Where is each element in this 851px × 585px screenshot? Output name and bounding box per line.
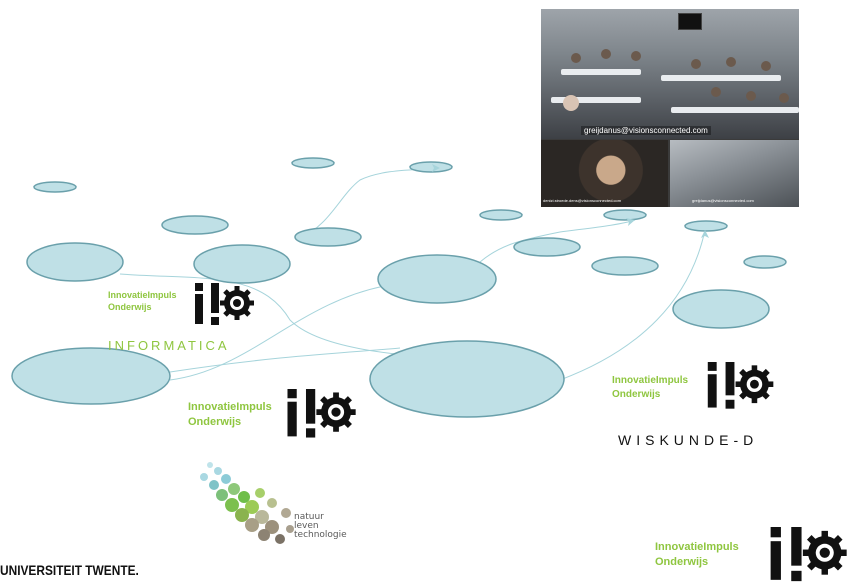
bubble [294,227,362,247]
bubble [603,209,647,221]
desk [671,107,799,113]
tv-screen [678,13,702,30]
student [711,87,721,97]
subject-label: INFORMATICA [108,338,230,353]
bubble [291,157,335,169]
subject-label: WISKUNDE-D [618,432,759,448]
bubble [409,161,453,173]
desk [661,75,781,81]
connector-line [479,219,636,263]
bubble [26,242,124,282]
desk [561,69,641,75]
videoconference-photo: greijdanus@visionsconnected.com denizi.s… [541,9,799,207]
teacher [563,95,579,111]
bubble [684,220,728,232]
bubble [193,244,291,284]
arrowhead [701,230,709,238]
bubble [369,340,565,418]
webcam-view-right: greijdanus@visionsconnected.com [670,140,799,207]
io-logo-line1: InnovatieImpuls [612,375,689,386]
io-logo-text: InnovatieImpuls Onderwijs [655,540,739,570]
io-logo-line2: Onderwijs [612,388,661,400]
io-logo-text: InnovatieImpuls Onderwijs [188,400,272,430]
io-mark-icon [287,389,356,438]
connector-line [559,229,706,381]
bubble [513,237,581,257]
bubble [161,215,229,235]
nlt-logo-line2: leven [294,521,319,531]
video-caption-right: greijdanus@visionsconnected.com [692,198,754,203]
bubble [743,255,787,269]
nlt-logo-line1: natuur [294,512,324,522]
io-logo-line1: InnovatieImpuls [655,541,739,553]
student [726,57,736,67]
io-logo-line2: Onderwijs [655,555,709,568]
desk [551,97,641,103]
bubble [377,254,497,304]
connector-line [169,284,391,381]
io-mark-icon [195,283,254,325]
video-caption-main: greijdanus@visionsconnected.com [581,126,711,135]
io-logo-line2: Onderwijs [108,302,152,313]
io-mark-icon [770,527,847,582]
bubble [11,347,171,405]
student [746,91,756,101]
classroom-view: greijdanus@visionsconnected.com [541,9,799,139]
student [631,51,641,61]
bubble [591,256,659,276]
io-logo-line2: Onderwijs [188,415,242,428]
bubble [33,181,77,193]
arrowhead [626,218,635,226]
video-caption-left: denizi.stroede.dens@visionsconnected.com [543,198,622,203]
student [601,49,611,59]
connector-line [169,347,401,373]
bubble [479,209,523,221]
student [571,53,581,63]
student [779,93,789,103]
bubble [672,289,770,329]
nlt-logo-line3: technologie [294,530,347,540]
nlt-logo-mark [200,462,294,544]
arrowhead [432,164,440,172]
io-logo-line1: InnovatieImpuls [108,290,177,300]
university-footer: UNIVERSITEIT TWENTE. [0,562,139,578]
webcam-view-left: denizi.stroede.dens@visionsconnected.com [541,140,668,207]
student [691,59,701,69]
io-logo-text: InnovatieImpuls Onderwijs [108,289,177,313]
io-logo-text: InnovatieImpuls Onderwijs [612,374,688,401]
student [761,61,771,71]
io-logo-line1: InnovatieImpuls [188,401,272,413]
io-mark-icon [707,362,774,409]
nlt-logo: natuur leven technologie [200,462,347,544]
